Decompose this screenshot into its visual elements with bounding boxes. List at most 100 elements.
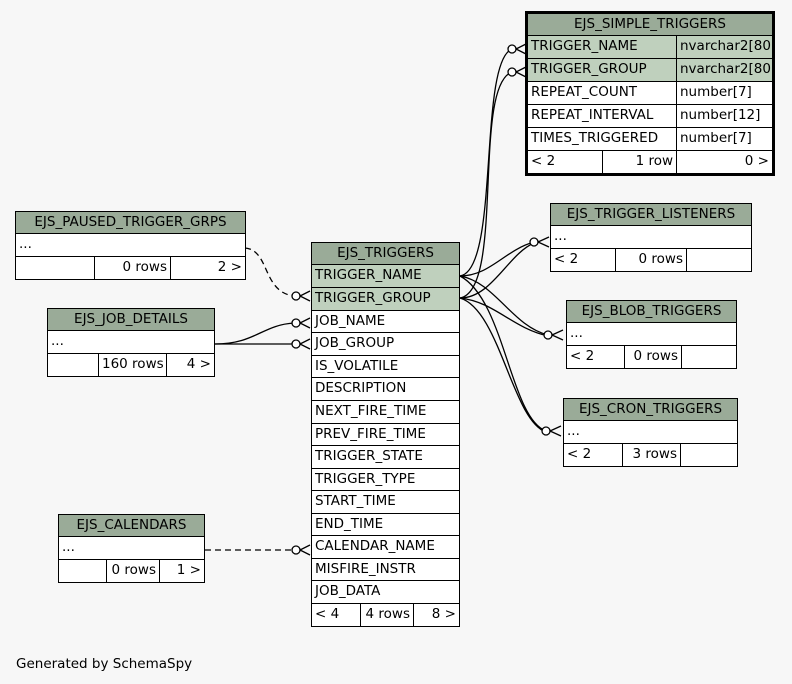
column-row[interactable]: CALENDAR_NAME	[312, 536, 459, 559]
edge-triggers-blob-name	[459, 275, 549, 336]
edge-triggers-simple-name	[459, 48, 513, 277]
table-title[interactable]: EJS_TRIGGERS	[312, 243, 459, 265]
row-count: 3 rows	[622, 444, 680, 466]
column-row[interactable]: PREV_FIRE_TIME	[312, 424, 459, 446]
parent-count: < 2	[554, 251, 579, 267]
optional-marker	[291, 545, 301, 555]
edge-jobdetails-triggers-name	[214, 322, 295, 345]
column-row[interactable]: NEXT_FIRE_TIME	[312, 401, 459, 424]
column-row[interactable]: DESCRIPTION	[312, 378, 459, 401]
column-row[interactable]: REPEAT_INTERVAL number[12]	[528, 105, 772, 128]
optional-marker	[291, 318, 301, 328]
edge-triggers-listeners-group	[459, 242, 535, 299]
generated-by-text: Generated by SchemaSpy	[16, 656, 193, 672]
column-name: REPEAT_COUNT	[531, 84, 638, 100]
parent-count	[16, 257, 94, 279]
table-footer: 160 rows 4 >	[48, 354, 214, 376]
column-name: TRIGGER_GROUP	[531, 61, 647, 77]
edge-triggers-cron-group	[459, 297, 547, 433]
table-ejs-triggers[interactable]: EJS_TRIGGERS TRIGGER_NAME TRIGGER_GROUP …	[311, 242, 460, 627]
table-title[interactable]: EJS_SIMPLE_TRIGGERS	[528, 14, 772, 36]
row-count: 0 rows	[615, 249, 686, 271]
child-count: 8 >	[413, 604, 459, 626]
table-footer: < 2 0 rows	[551, 249, 751, 271]
table-title[interactable]: EJS_CRON_TRIGGERS	[564, 399, 737, 421]
parent-count: < 2	[531, 153, 556, 169]
parent-count	[59, 560, 106, 582]
columns-collapsed: ...	[16, 234, 245, 257]
edge-triggers-listeners-name	[459, 241, 535, 277]
column-row[interactable]: JOB_GROUP	[312, 333, 459, 356]
table-footer: 0 rows 2 >	[16, 257, 245, 279]
row-count: 0 rows	[94, 257, 170, 279]
column-row[interactable]: JOB_NAME	[312, 311, 459, 333]
column-name: TRIGGER_NAME	[531, 38, 638, 54]
columns-collapsed: ...	[59, 537, 204, 560]
column-type: nvarchar2[80]	[676, 36, 776, 58]
column-row[interactable]: START_TIME	[312, 491, 459, 514]
child-count	[680, 444, 737, 466]
column-row[interactable]: REPEAT_COUNT number[7]	[528, 82, 772, 105]
table-ejs-paused-trigger-grps[interactable]: EJS_PAUSED_TRIGGER_GRPS ... 0 rows 2 >	[15, 211, 246, 280]
column-row[interactable]: TRIGGER_NAME	[312, 265, 459, 288]
columns-collapsed: ...	[564, 421, 737, 444]
table-ejs-trigger-listeners[interactable]: EJS_TRIGGER_LISTENERS ... < 2 0 rows	[550, 203, 752, 272]
table-title[interactable]: EJS_CALENDARS	[59, 515, 204, 537]
table-footer: < 2 0 rows	[567, 346, 736, 368]
table-ejs-cron-triggers[interactable]: EJS_CRON_TRIGGERS ... < 2 3 rows	[563, 398, 738, 467]
table-ejs-blob-triggers[interactable]: EJS_BLOB_TRIGGERS ... < 2 0 rows	[566, 300, 737, 369]
table-footer: < 2 3 rows	[564, 444, 737, 466]
column-row[interactable]: TRIGGER_NAME nvarchar2[80]	[528, 36, 776, 59]
table-title[interactable]: EJS_PAUSED_TRIGGER_GRPS	[16, 212, 245, 234]
row-count: 1 row	[602, 151, 676, 173]
parent-count: < 2	[570, 348, 595, 364]
column-row[interactable]: MISFIRE_INSTR	[312, 559, 459, 581]
edge-paused-triggers	[244, 247, 295, 297]
column-row[interactable]: TRIGGER_GROUP nvarchar2[80]	[528, 59, 776, 82]
table-footer: < 2 1 row 0 >	[528, 151, 772, 173]
edge-triggers-blob-group	[459, 297, 549, 337]
table-ejs-job-details[interactable]: EJS_JOB_DETAILS ... 160 rows 4 >	[47, 308, 215, 377]
optional-marker	[507, 44, 517, 54]
column-name: REPEAT_INTERVAL	[531, 107, 654, 123]
table-title[interactable]: EJS_JOB_DETAILS	[48, 309, 214, 331]
columns-collapsed: ...	[567, 323, 736, 346]
child-count	[681, 346, 736, 368]
column-row[interactable]: JOB_DATA	[312, 581, 459, 604]
column-type: nvarchar2[80]	[676, 59, 776, 81]
row-count: 4 rows	[360, 604, 413, 626]
columns-collapsed: ...	[48, 331, 214, 354]
table-ejs-calendars[interactable]: EJS_CALENDARS ... 0 rows 1 >	[58, 514, 205, 583]
optional-marker	[529, 237, 539, 247]
parent-count: < 2	[567, 446, 592, 462]
column-row[interactable]: END_TIME	[312, 514, 459, 536]
optional-marker	[541, 426, 551, 436]
table-title[interactable]: EJS_TRIGGER_LISTENERS	[551, 204, 751, 226]
column-row[interactable]: IS_VOLATILE	[312, 356, 459, 378]
optional-marker	[291, 291, 301, 301]
column-name: TIMES_TRIGGERED	[531, 130, 659, 146]
column-row[interactable]: TRIGGER_TYPE	[312, 469, 459, 491]
table-title[interactable]: EJS_BLOB_TRIGGERS	[567, 301, 736, 323]
column-row[interactable]: TRIGGER_GROUP	[312, 288, 459, 311]
columns-collapsed: ...	[551, 226, 751, 249]
column-row[interactable]: TIMES_TRIGGERED number[7]	[528, 128, 772, 151]
edge-triggers-cron-name	[459, 275, 547, 432]
column-type: number[7]	[676, 82, 772, 104]
optional-marker	[507, 67, 517, 77]
parent-count: < 4	[315, 606, 340, 622]
column-type: number[7]	[676, 128, 772, 150]
optional-marker	[543, 330, 553, 340]
row-count: 0 rows	[624, 346, 681, 368]
column-type: number[12]	[676, 105, 772, 127]
column-row[interactable]: TRIGGER_STATE	[312, 446, 459, 469]
child-count: 2 >	[170, 257, 245, 279]
table-footer: 0 rows 1 >	[59, 560, 204, 582]
table-ejs-simple-triggers[interactable]: EJS_SIMPLE_TRIGGERS TRIGGER_NAME nvarcha…	[525, 11, 776, 176]
row-count: 160 rows	[98, 354, 166, 376]
child-count: 1 >	[159, 560, 204, 582]
child-count	[686, 249, 751, 271]
row-count: 0 rows	[106, 560, 159, 582]
table-footer: < 4 4 rows 8 >	[312, 604, 459, 626]
